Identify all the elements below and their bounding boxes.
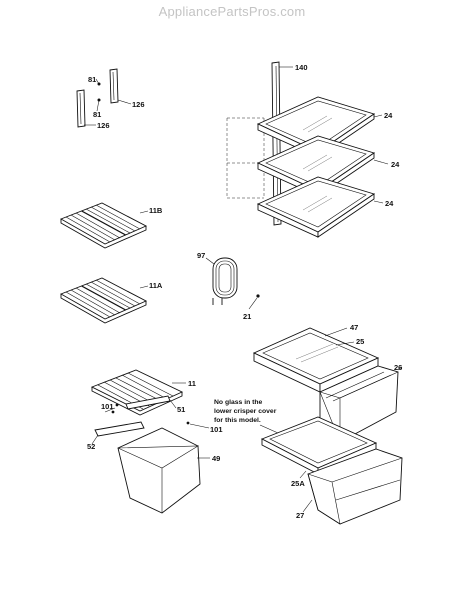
part-label-11b: 11B — [149, 206, 163, 215]
part-label-21: 21 — [243, 312, 251, 321]
part-label-49: 49 — [212, 454, 220, 463]
part-label-26: 26 — [394, 363, 402, 372]
note-line-3: for this model. — [214, 417, 261, 424]
part-label-24-bottom: 24 — [385, 199, 394, 208]
wire-shelf-11a — [59, 277, 149, 324]
part-label-81-top: 81 — [88, 75, 96, 84]
storage-bin — [117, 427, 210, 514]
part-label-81-bottom: 81 — [93, 110, 101, 119]
part-label-101-right: 101 — [210, 425, 223, 434]
part-label-24-middle: 24 — [391, 160, 400, 169]
coil-part-97 — [205, 257, 238, 305]
part-label-126-right: 126 — [132, 100, 145, 109]
part-label-25: 25 — [356, 337, 364, 346]
part-label-51: 51 — [177, 405, 185, 414]
part-label-52: 52 — [87, 442, 95, 451]
part-label-126-bottom: 126 — [97, 121, 110, 130]
site-watermark-title: AppliancePartsPros.com — [158, 4, 306, 19]
part-label-27: 27 — [296, 511, 304, 520]
part-label-24-top: 24 — [384, 111, 393, 120]
wire-shelf-11b — [59, 202, 149, 249]
note-line-1: No glass in the — [214, 399, 263, 406]
part-label-101-left: 101 — [101, 402, 114, 411]
note-line-2: lower crisper cover — [214, 408, 277, 415]
part-label-97: 97 — [197, 251, 205, 260]
part-label-140: 140 — [295, 63, 308, 72]
crisper-drawer-lower — [302, 448, 403, 525]
part-label-47: 47 — [350, 323, 358, 332]
screw-part-21 — [248, 294, 260, 310]
shelf-trim-hardware — [91, 395, 210, 445]
shelf-bracket-assembly — [76, 68, 132, 128]
crisper-cover-upper — [252, 327, 380, 393]
note-leader-line — [259, 424, 279, 434]
glass-shelf-bottom — [256, 176, 384, 238]
part-label-11: 11 — [188, 379, 196, 388]
part-label-11a: 11A — [149, 281, 163, 290]
part-label-25a: 25A — [291, 479, 305, 488]
